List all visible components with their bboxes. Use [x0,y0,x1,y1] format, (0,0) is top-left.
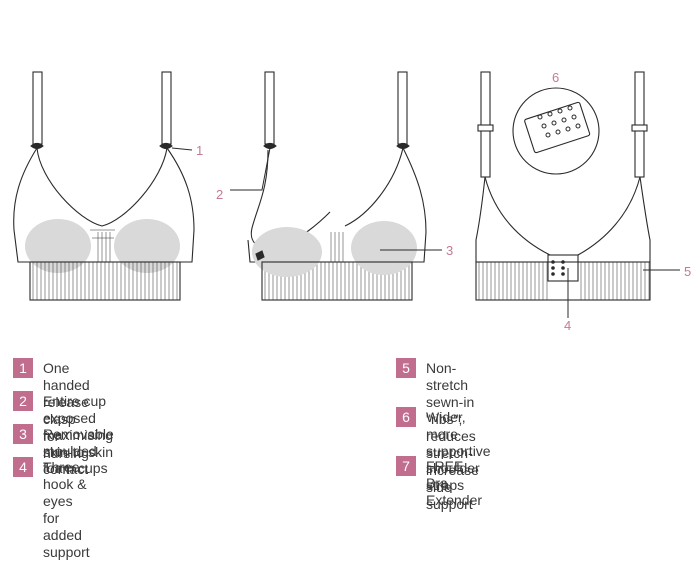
hook-eye [551,272,555,276]
foam-cup-right [114,219,180,273]
legend-text: Removable moulded foam cups [43,426,114,476]
extender-hook [557,108,563,114]
legend-text: Three hook & eyes for added support [43,459,90,560]
extender-hook [561,117,567,123]
legend-item-4: 4 Three hook & eyes for added support [13,457,90,561]
legend-text: One handed release clasp for nursing [43,360,90,461]
legend-badge: 7 [396,456,416,476]
callout-2: 2 [216,187,223,202]
callout-3: 3 [446,243,453,258]
legend-item-3: 3 Removable moulded foam cups [13,424,114,477]
legend-badge: 5 [396,358,416,378]
nursing-clasp-right [159,142,173,150]
bra-front-view [13,71,650,301]
callout-6: 6 [552,70,559,85]
legend-text: FREE Bra Extender [426,458,483,508]
legend-badge: 1 [13,358,33,378]
extender-hook [567,105,573,111]
extender-hook [541,123,547,129]
extender-hook [555,129,561,135]
legend-item-6: 6 Wider, more supportive shoulder straps [396,407,491,494]
extender-hook [551,120,557,126]
extender-hook [545,132,551,138]
extender-hook [547,111,553,117]
legend-badge: 3 [13,424,33,444]
callout-1: 1 [196,143,203,158]
callout-leaders [171,147,680,318]
hook-eye [561,272,565,276]
left-strap [32,71,43,145]
legend-badge: 2 [13,391,33,411]
hook-eye [551,266,555,270]
extender-hook [537,114,543,120]
nursing-clasp-left [30,142,44,150]
legend-item-2: 2 Entire cup exposed maximising skin-to … [13,391,113,478]
extender-hook [571,114,577,120]
callout-5: 5 [684,264,691,279]
legend-item-7: 7 FREE Bra Extender [396,456,482,509]
hook-eye [551,260,555,264]
extender-hook [565,126,571,132]
foam-cup-left [25,219,91,273]
extender-hook [575,123,581,129]
hook-eye [561,266,565,270]
bra-open-view [247,71,427,301]
right-strap [161,71,172,145]
legend-text: Wider, more supportive shoulder straps [426,409,491,493]
legend-text: Entire cup exposed maximising skin-to sk… [43,393,114,477]
callout-4: 4 [564,318,571,333]
legend-badge: 6 [396,407,416,427]
legend-item-1: 1 One handed release clasp for nursing [13,358,90,462]
bra-features-diagram: 1 2 3 4 5 6 [13,70,691,333]
hook-eye [561,260,565,264]
legend-badge: 4 [13,457,33,477]
bra-back-view [475,71,651,301]
